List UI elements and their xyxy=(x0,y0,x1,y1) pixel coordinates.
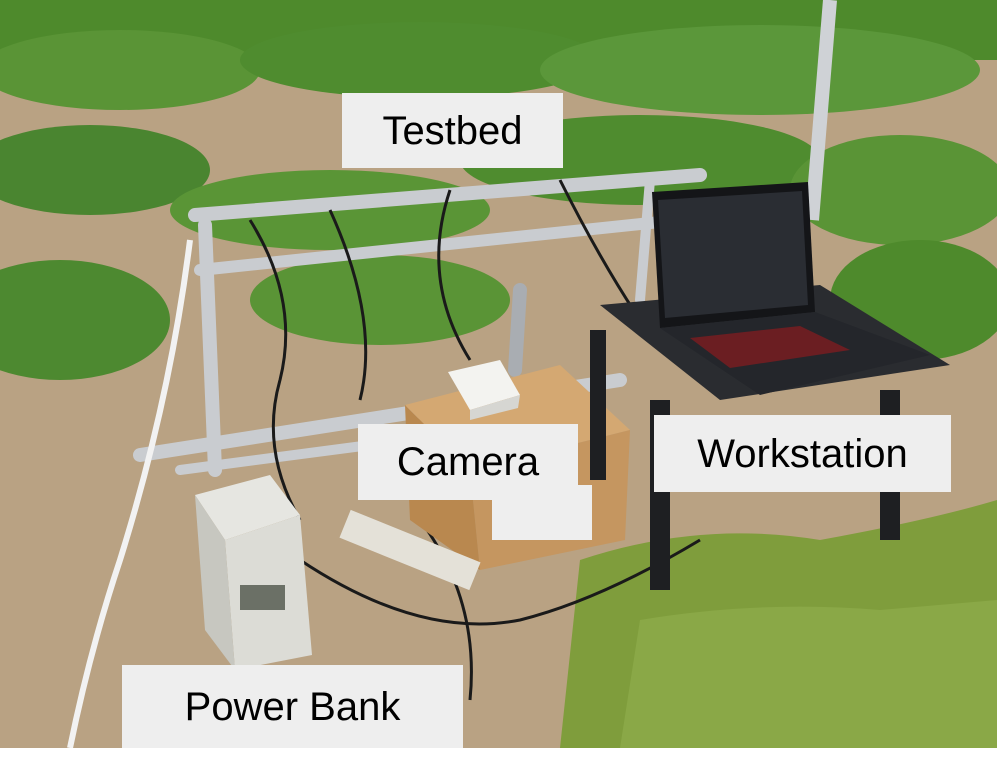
testbed-label: Testbed xyxy=(342,93,563,168)
workstation-label: Workstation xyxy=(654,415,951,492)
white-cable xyxy=(67,239,193,748)
power-bank-label: Power Bank xyxy=(122,665,463,748)
camera-device xyxy=(448,360,520,420)
camera-label: Camera xyxy=(358,424,578,500)
laptop xyxy=(652,182,930,395)
power-supply xyxy=(195,475,312,670)
power-strip xyxy=(339,509,481,591)
pole xyxy=(805,0,837,221)
